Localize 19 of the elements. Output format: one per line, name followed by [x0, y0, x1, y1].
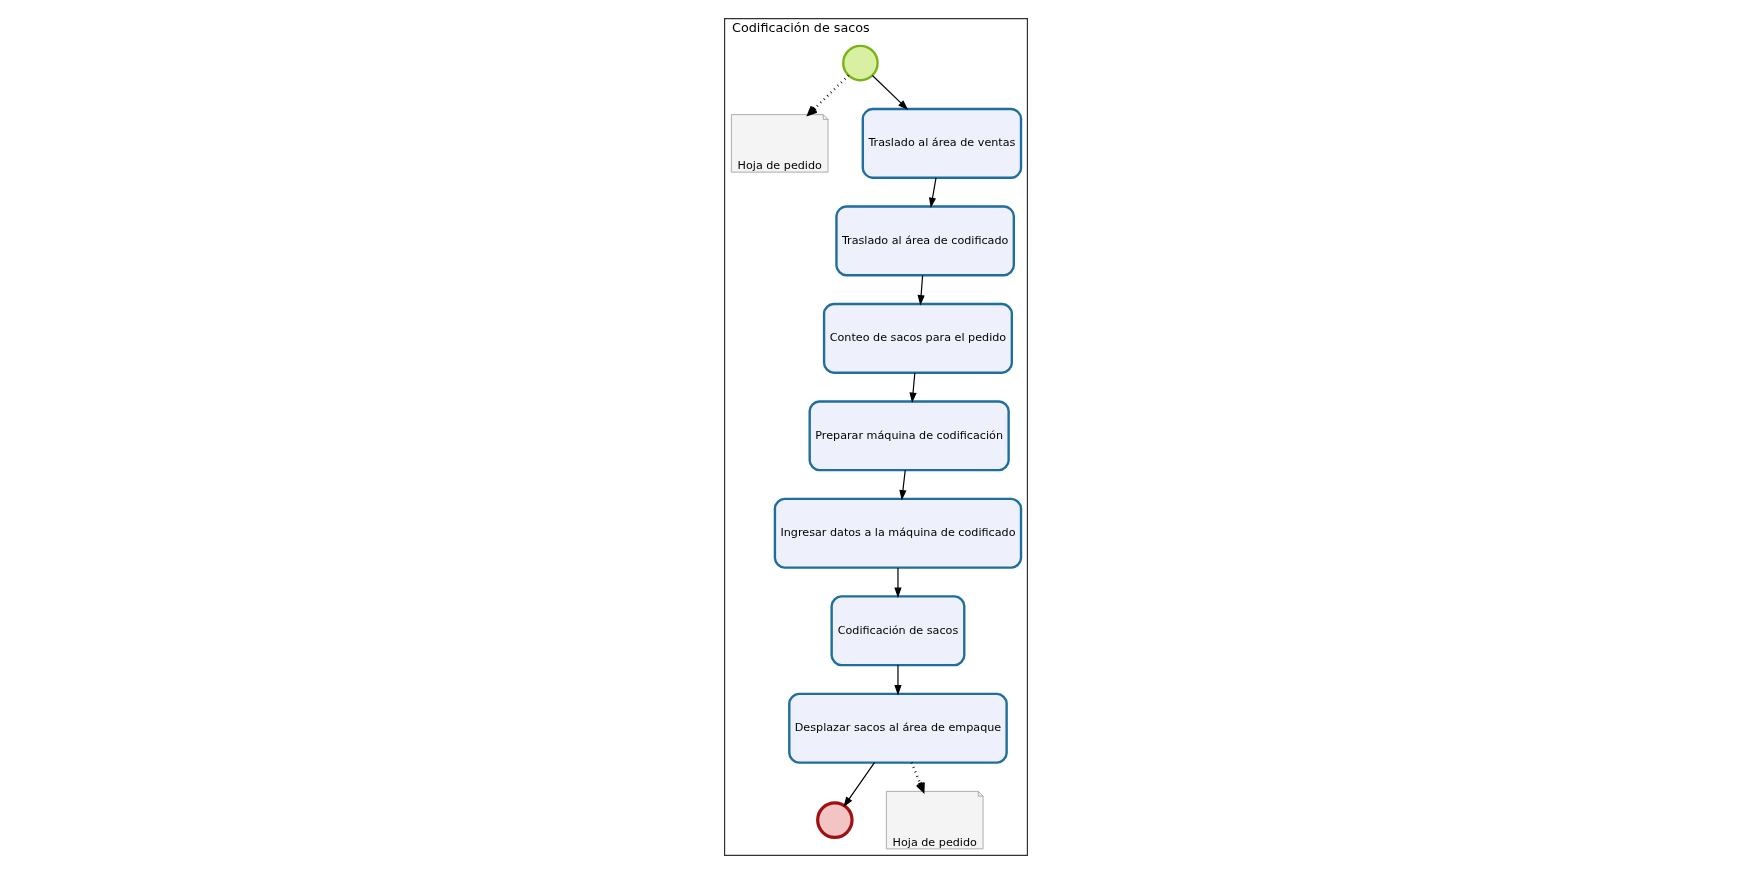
- arrow: [917, 274, 925, 306]
- arrow: [871, 74, 908, 111]
- arrow: [898, 469, 907, 501]
- node-box: Desplazar sacos al área de empaque: [787, 692, 1008, 764]
- arrow: [928, 177, 937, 208]
- node-box: Ingresar datos a la máquina de codificado: [773, 497, 1022, 569]
- arrow: [893, 567, 902, 598]
- node-box: Traslado al área de codificado: [834, 205, 1015, 277]
- arrow: [893, 664, 902, 696]
- arrow: [842, 762, 875, 808]
- arrow: [806, 74, 849, 116]
- node-box: Traslado al área de ventas: [861, 107, 1022, 179]
- node-box: Codificación de sacos: [829, 595, 965, 667]
- arrow: [910, 762, 925, 793]
- node-circle: [815, 801, 854, 839]
- node-circle: [841, 44, 879, 82]
- node-box: Preparar máquina de codificación: [807, 400, 1010, 472]
- arrow: [908, 372, 917, 403]
- node-box: Conteo de sacos para el pedido: [822, 302, 1013, 374]
